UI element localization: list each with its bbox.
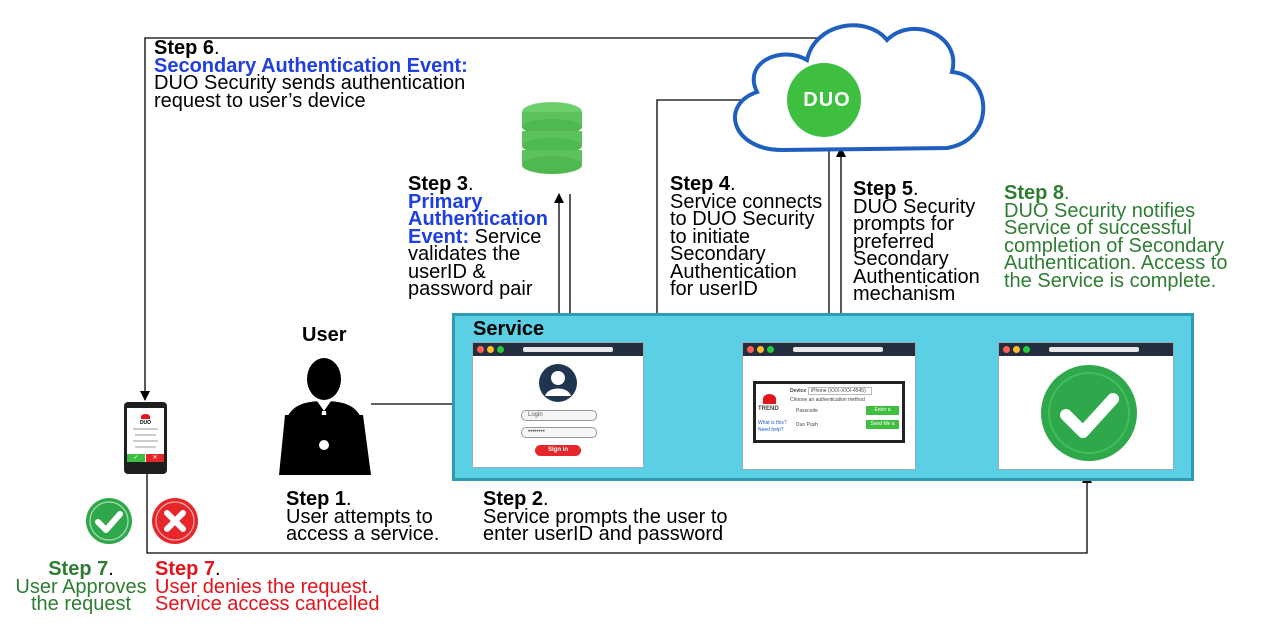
duo-logo: DUO [803,89,851,111]
step5-line3: preferred [853,230,935,253]
avatar-icon [539,364,577,402]
window-titlebar [473,343,643,356]
option-push: Duo Push [796,422,818,428]
step4-line4: Secondary [670,243,766,265]
step8-heading: Step 8 [1004,182,1065,204]
step8-line4: Authentication. Access to [1004,252,1228,274]
step2-line2: enter userID and password [483,523,724,545]
step8-text: Step 8. DUO Security notifies Service of… [1004,182,1228,292]
window-titlebar [743,343,915,356]
step6-line2: request to user’s device [154,89,366,112]
step5-line6: mechanism [853,283,956,305]
phone-screen: DUO ✓ ✕ [127,408,164,462]
password-input[interactable]: •••••••• [521,427,597,438]
step7a-line1: User Approves [15,575,147,598]
step7-deny-text: Step 7. User denies the request. Service… [155,558,380,615]
step6-heading: Step 6 [154,37,215,59]
need-help-link[interactable]: Need help? [758,427,784,433]
enter-passcode-button[interactable]: Enter a Passcode [866,406,899,422]
approve-check-icon [86,498,132,544]
service-label: Service [473,318,545,340]
step6-blue: Secondary Authentication Event: [154,54,468,77]
step3-blue-2: Authentication [408,208,548,230]
arrow-phone-to-success [146,470,1092,554]
step7-approve-text: Step 7. User Approves the request [6,558,156,615]
user-laptop-icon [279,358,371,475]
send-push-button[interactable]: Send Me a Push [866,420,899,436]
duo-logo-circle [787,63,861,137]
step1-line1: User attempts to [286,505,433,528]
duo-prompt-frame: TREND What is this? Need help? Device iP… [753,381,905,443]
step5-heading: Step 5 [853,178,914,200]
phone-deny-button[interactable]: ✕ [146,454,164,462]
step5-text: Step 5. DUO Security prompts for preferr… [853,178,980,305]
deny-x-icon [152,498,198,544]
arrow-cloud-to-phone [140,37,830,401]
step7a-heading: Step 7 [48,558,109,580]
trend-brand: TREND [758,406,779,412]
step8-line1: DUO Security notifies [1004,199,1196,222]
phone-brand: DUO [139,420,152,426]
step4-line3: to initiate [670,225,751,248]
choose-method-text: Choose an authentication method [790,397,865,403]
device-select[interactable]: iPhone (XXX-XXX-4545) [808,387,872,395]
step3-blue-1: Primary [408,190,483,213]
phone-approve-button[interactable]: ✓ [127,454,145,462]
step1-heading: Step 1 [286,488,347,510]
step1-text: Step 1. User attempts to access a servic… [286,488,440,545]
step3-line1: validates the [408,243,521,265]
step2-line1: Service prompts the user to [483,505,728,528]
sign-in-button[interactable]: Sign in [535,445,581,456]
success-window [998,342,1174,470]
step4-heading: Step 4 [670,173,731,195]
step5-line5: Authentication [853,265,980,288]
step8-line5: the Service is complete. [1004,269,1217,292]
step3-text: Step 3. Primary Authentication Event: Se… [408,173,548,300]
success-check-icon [1041,365,1137,461]
step3-line3: password pair [408,278,533,300]
step4-line5: Authentication [670,260,797,283]
step3-line2: userID & [408,260,486,283]
step3-blue-3: Event: [408,225,470,248]
smartphone-icon: DUO ✓ ✕ [124,402,167,474]
step1-line2: access a service. [286,523,440,545]
cloud-icon [733,23,986,153]
step4-line2: to DUO Security [670,208,815,230]
step5-line4: Secondary [853,248,949,270]
step4-line1: Service connects [670,190,823,213]
step2-text: Step 2. Service prompts the user to ente… [483,488,728,545]
step5-line1: DUO Security [853,195,976,218]
database-icon [522,102,582,174]
step7a-line2: the request [30,593,132,615]
duo-prompt-window: TREND What is this? Need help? Device iP… [742,342,916,470]
login-window: Login •••••••• Sign in [472,342,644,468]
device-label: Device [790,388,807,394]
step3-service: Service [469,225,542,248]
step7d-heading: Step 7 [155,558,216,580]
step3-heading: Step 3 [408,173,469,195]
window-titlebar [999,343,1173,356]
step5-line2: prompts for [853,213,955,235]
step6-text: Step 6. Secondary Authentication Event: … [154,37,468,112]
what-is-this-link[interactable]: What is this? [758,420,787,426]
user-label: User [302,324,347,346]
step7d-line1: User denies the request. [155,575,373,598]
step4-text: Step 4. Service connects to DUO Security… [670,173,823,300]
option-passcode: Passcode [796,408,818,414]
step2-heading: Step 2 [483,488,544,510]
step6-line1: DUO Security sends authentication [154,72,466,94]
login-input[interactable]: Login [521,410,597,421]
step4-line6: for userID [670,278,758,300]
step8-line2: Service of successful [1004,217,1192,239]
step8-line3: completion of Secondary [1004,234,1225,257]
step7d-line2: Service access cancelled [155,593,380,615]
